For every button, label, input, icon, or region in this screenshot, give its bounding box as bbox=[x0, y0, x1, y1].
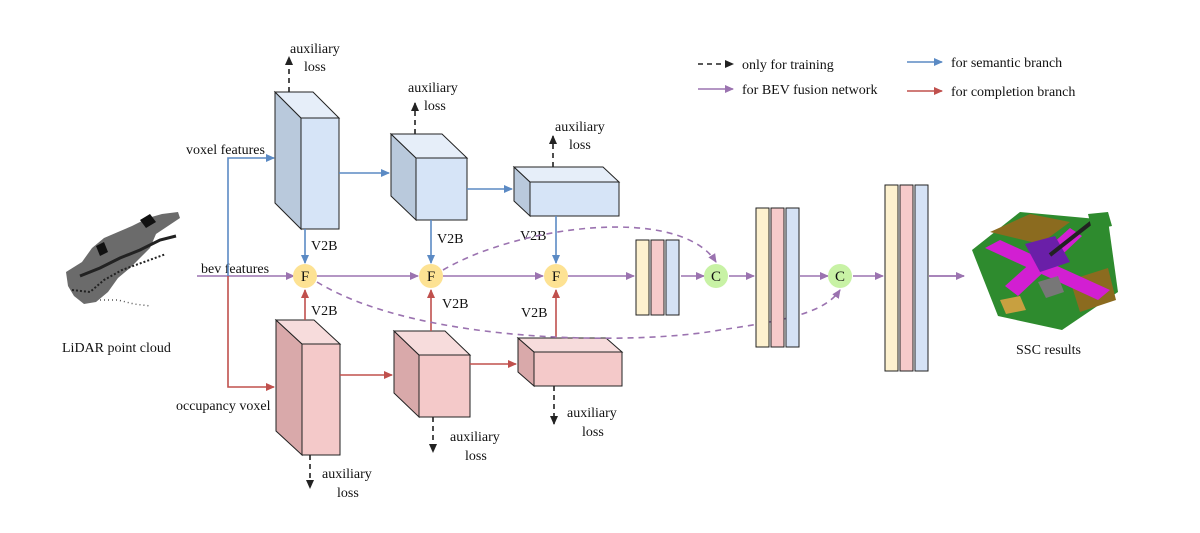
ssc-results-image bbox=[972, 212, 1118, 330]
aux-loss-sem-2-line1: auxiliary bbox=[408, 81, 458, 96]
v2b-label-sem-3: V2B bbox=[520, 229, 546, 244]
aux-loss-comp-1-line1: auxiliary bbox=[322, 467, 372, 482]
legend: only for training for BEV fusion network… bbox=[698, 56, 1075, 100]
v2b-label-comp-3: V2B bbox=[521, 306, 547, 321]
voxel-features-label: voxel features bbox=[186, 143, 265, 158]
v2b-label-sem-1: V2B bbox=[311, 239, 337, 254]
bev-features-label: bev features bbox=[201, 262, 269, 277]
legend-completion-label: for completion branch bbox=[951, 85, 1075, 100]
aux-loss-comp-2-line2: loss bbox=[465, 449, 487, 464]
semantic-block-1 bbox=[273, 90, 341, 231]
concat-node-2: C bbox=[828, 264, 852, 288]
concat-node-2-label: C bbox=[835, 269, 845, 285]
aux-loss-sem-3-line1: auxiliary bbox=[555, 120, 605, 135]
v2b-label-comp-2: V2B bbox=[442, 297, 468, 312]
aux-loss-comp-3-line2: loss bbox=[582, 425, 604, 440]
feature-bars-2 bbox=[755, 207, 800, 348]
v2b-label-sem-2: V2B bbox=[437, 232, 463, 247]
aux-loss-sem-2-line2: loss bbox=[424, 99, 446, 114]
aux-loss-sem-1-line1: auxiliary bbox=[290, 42, 340, 57]
v2b-label-comp-1: V2B bbox=[311, 304, 337, 319]
aux-loss-comp-2-line1: auxiliary bbox=[450, 430, 500, 445]
completion-block-3 bbox=[516, 336, 624, 388]
legend-bev-label: for BEV fusion network bbox=[742, 83, 877, 98]
fusion-node-3-label: F bbox=[552, 269, 560, 285]
occupancy-voxel-label: occupancy voxel bbox=[176, 399, 271, 414]
fusion-node-2-label: F bbox=[427, 269, 435, 285]
voxel-input-arrow bbox=[227, 154, 275, 276]
semantic-block-2 bbox=[389, 132, 469, 222]
fusion-node-3: F bbox=[544, 264, 568, 288]
aux-loss-comp-1-line2: loss bbox=[337, 486, 359, 501]
aux-loss-sem-1-line2: loss bbox=[304, 60, 326, 75]
lidar-label: LiDAR point cloud bbox=[62, 341, 171, 356]
aux-loss-sem-3-line2: loss bbox=[569, 138, 591, 153]
fusion-node-2: F bbox=[419, 264, 443, 288]
feature-bars-1 bbox=[635, 239, 680, 316]
legend-training-label: only for training bbox=[742, 58, 834, 73]
skip-connection-f2-c1 bbox=[442, 226, 717, 271]
aux-loss-comp-3-line1: auxiliary bbox=[567, 406, 617, 421]
fusion-node-1-label: F bbox=[301, 269, 309, 285]
ssc-results-label: SSC results bbox=[1016, 343, 1081, 358]
concat-node-1: C bbox=[704, 264, 728, 288]
legend-semantic-label: for semantic branch bbox=[951, 56, 1062, 71]
skip-connection-f1-c2 bbox=[316, 281, 841, 340]
concat-node-1-label: C bbox=[711, 269, 721, 285]
fusion-node-1: F bbox=[293, 264, 317, 288]
occupancy-input-arrow bbox=[227, 276, 275, 391]
completion-block-2 bbox=[392, 329, 472, 419]
feature-bars-3 bbox=[884, 184, 929, 372]
lidar-point-cloud-image bbox=[66, 212, 180, 307]
semantic-block-3 bbox=[512, 165, 621, 218]
completion-block-1 bbox=[274, 318, 342, 457]
